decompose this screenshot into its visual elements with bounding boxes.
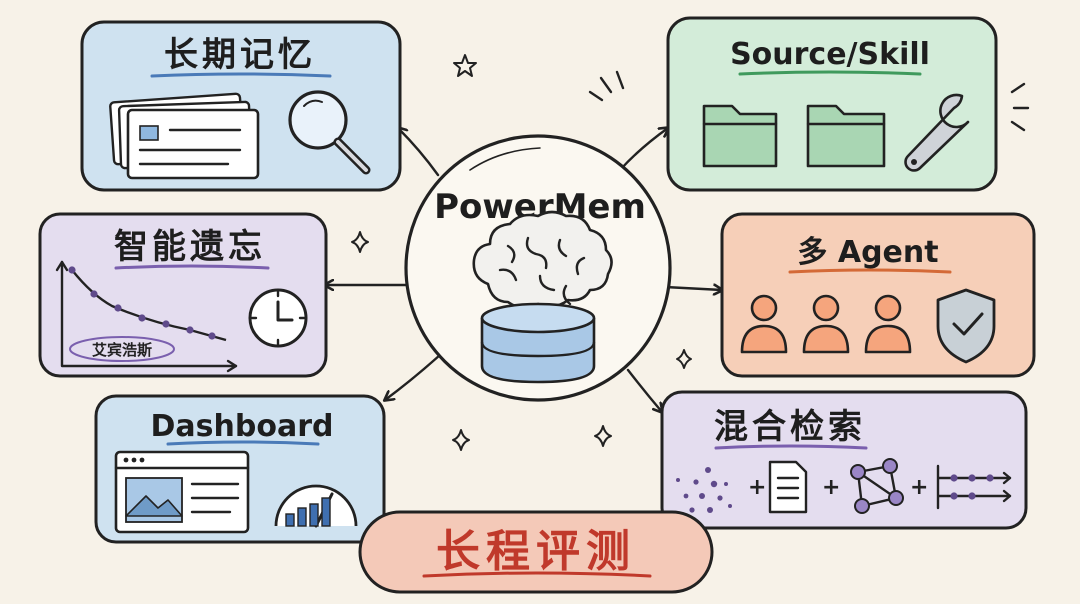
clock-icon <box>248 288 308 348</box>
sparkle-icon <box>676 349 692 369</box>
sparkle-icon <box>452 429 470 451</box>
title-underline <box>422 571 652 578</box>
arrow-to-dashboard <box>385 353 442 400</box>
graph-network-icon <box>850 458 904 514</box>
user-icon <box>740 294 788 354</box>
arrow-to-long-memory <box>398 128 440 177</box>
sparkle-icon <box>594 425 612 447</box>
plus-icon: + <box>822 475 840 500</box>
title-underline <box>114 264 270 270</box>
arrow-to-multi-agent <box>663 287 722 290</box>
wrench-icon <box>904 93 970 172</box>
star-icon <box>453 54 477 77</box>
title-underline <box>166 440 320 446</box>
magnifier-icon <box>288 90 371 175</box>
node-source-skill[interactable]: Source/Skill <box>666 16 998 192</box>
node-panel <box>660 390 1028 530</box>
title-underline <box>738 70 922 76</box>
node-title: 混合检索 <box>714 407 866 447</box>
sparkle-icon <box>351 231 369 253</box>
node-multi-agent[interactable]: 多 Agent <box>720 212 1036 378</box>
plus-icon: + <box>910 475 928 500</box>
node-title: Dashboard <box>151 409 334 444</box>
node-title: 长期记忆 <box>164 35 316 75</box>
plus-icon: + <box>748 475 766 500</box>
user-icon <box>864 294 912 354</box>
title-underline <box>714 444 868 450</box>
node-title: Source/Skill <box>730 37 930 72</box>
node-title: 多 Agent <box>797 235 938 270</box>
curve-label: 艾宾浩斯 <box>92 341 152 359</box>
text-document-icon <box>768 460 808 514</box>
gauge-chart-icon <box>274 484 358 528</box>
folder-icon <box>806 104 886 168</box>
title-underline <box>150 72 332 78</box>
browser-window-icon <box>114 450 250 534</box>
center-node[interactable]: PowerMem <box>404 134 672 402</box>
node-long-eval[interactable]: 长程评测 <box>358 510 714 594</box>
user-icon <box>802 294 850 354</box>
node-panel <box>358 510 714 594</box>
vector-cluster-icon <box>676 467 732 513</box>
node-title: 长程评测 <box>436 526 636 577</box>
timeline-icon <box>936 464 1012 510</box>
forgetting-curve-chart: 艾宾浩斯 <box>55 260 238 373</box>
node-forgetting[interactable]: 智能遗忘 艾宾浩斯 <box>38 212 328 378</box>
node-long-memory[interactable]: 长期记忆 <box>80 20 402 192</box>
title-underline <box>788 268 952 274</box>
document-stack-icon <box>109 92 260 180</box>
node-hybrid-search[interactable]: 混合检索 + + + <box>660 390 1028 530</box>
node-title: 智能遗忘 <box>114 227 266 267</box>
arrow-to-hybrid-search <box>626 368 662 412</box>
shield-check-icon <box>936 288 996 364</box>
folder-icon <box>702 104 778 168</box>
database-icon <box>480 302 596 384</box>
node-dashboard[interactable]: Dashboard <box>94 394 386 544</box>
center-highlight <box>469 147 541 171</box>
arrow-to-source-skill <box>618 128 668 172</box>
